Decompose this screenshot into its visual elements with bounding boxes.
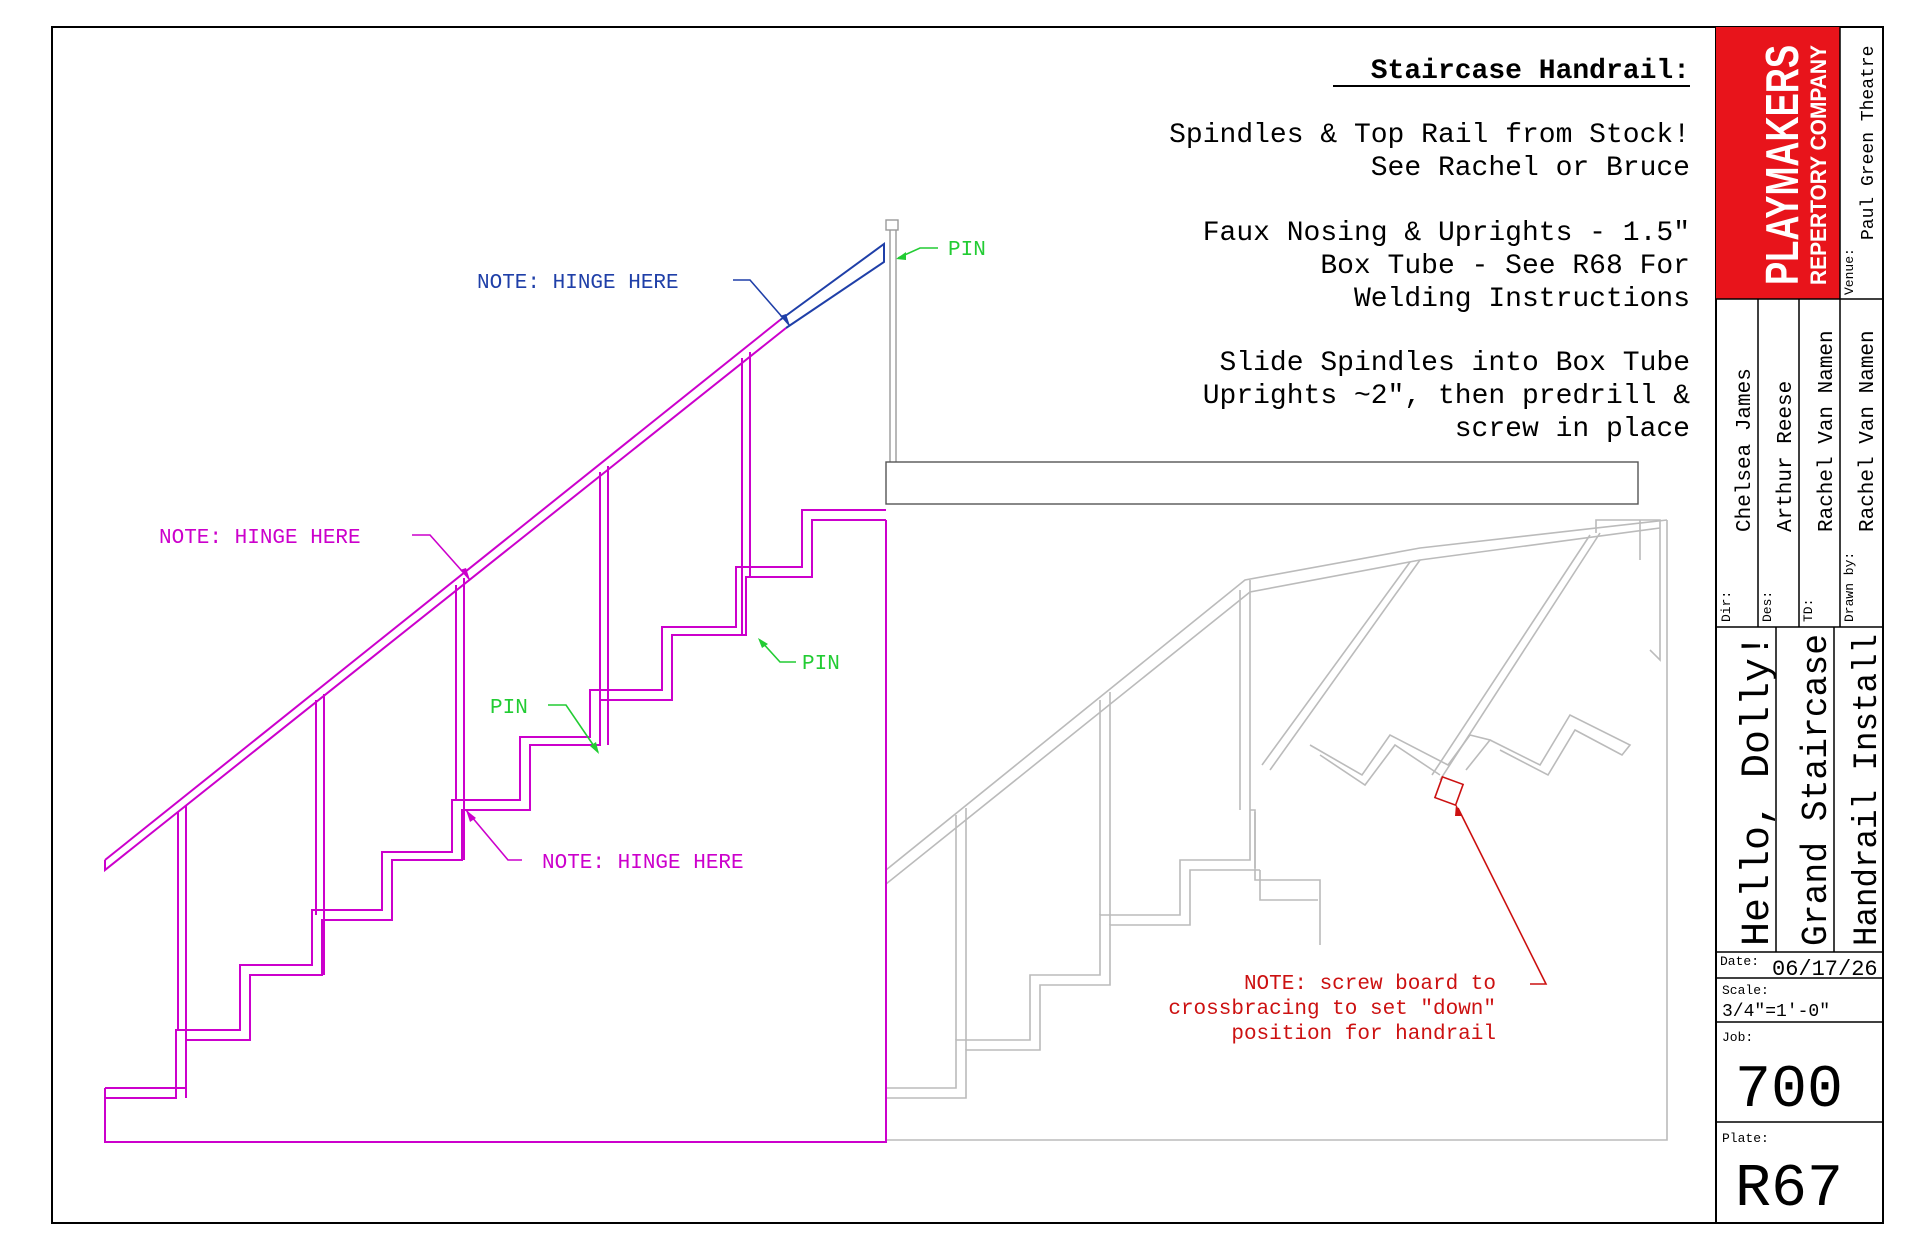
td-value: Rachel Van Namen bbox=[1816, 330, 1839, 532]
staircase-folded-view bbox=[885, 519, 1668, 1141]
callout-labels: NOTE: HINGE HERE NOTE: HINGE HERE NOTE: … bbox=[159, 239, 986, 875]
pin-label-right: PIN bbox=[802, 653, 840, 676]
des-value: Arthur Reese bbox=[1775, 381, 1798, 532]
notes-line: See Rachel or Bruce bbox=[1371, 153, 1690, 184]
dir-value: Chelsea James bbox=[1734, 368, 1757, 532]
handrail-top-section bbox=[779, 242, 885, 329]
staircase-installed-view bbox=[104, 319, 887, 1143]
plate-number: R67 bbox=[1735, 1156, 1843, 1224]
hinge-note-top: NOTE: HINGE HERE bbox=[477, 272, 679, 295]
pin-label-top: PIN bbox=[948, 239, 986, 262]
notes-line: Uprights ~2", then predrill & bbox=[1203, 381, 1690, 412]
company-logo-box bbox=[1716, 27, 1840, 299]
sheet-border bbox=[51, 26, 1884, 1224]
sheet-info: Date: 06/17/26 Scale: 3/4"=1'-0" Job: 70… bbox=[1720, 954, 1878, 1224]
notes-line: Slide Spindles into Box Tube bbox=[1220, 348, 1690, 379]
sheet-title: Handrail Install bbox=[1849, 634, 1887, 946]
job-number: 700 bbox=[1735, 1057, 1843, 1125]
notes-line: Spindles & Top Rail from Stock! bbox=[1169, 120, 1690, 151]
hinge-note-mid: NOTE: HINGE HERE bbox=[159, 527, 361, 550]
date-label: Date: bbox=[1720, 954, 1759, 969]
plate-label: Plate: bbox=[1722, 1131, 1769, 1146]
venue-value: Paul Green Theatre bbox=[1859, 46, 1879, 240]
notes-title: Staircase Handrail: bbox=[1371, 56, 1690, 87]
callout-leaders bbox=[412, 247, 1548, 985]
screw-note-line: crossbracing to set "down" bbox=[1168, 998, 1496, 1021]
show-title: Hello, Dolly! bbox=[1736, 634, 1781, 946]
company-name: PLAYMAKERS bbox=[1756, 45, 1808, 285]
notes-block: Staircase Handrail: Spindles & Top Rail … bbox=[1169, 56, 1690, 445]
scale-value: 3/4"=1'-0" bbox=[1722, 1002, 1830, 1022]
notes-line: Box Tube - See R68 For bbox=[1320, 251, 1690, 282]
venue-label: Venue: bbox=[1842, 248, 1857, 295]
job-label: Job: bbox=[1722, 1030, 1753, 1045]
notes-line: Welding Instructions bbox=[1354, 284, 1690, 315]
date-value: 06/17/26 bbox=[1772, 957, 1878, 982]
company-logo: PLAYMAKERS REPERTORY COMPANY bbox=[1756, 45, 1831, 285]
td-label: TD: bbox=[1801, 599, 1816, 622]
pin-label-left: PIN bbox=[490, 697, 528, 720]
drawn-label: Drawn by: bbox=[1842, 552, 1857, 622]
credits: Dir: Chelsea James Des: Arthur Reese TD:… bbox=[1719, 330, 1880, 622]
notes-line: screw in place bbox=[1455, 414, 1690, 445]
venue-field: Venue: Paul Green Theatre bbox=[1842, 46, 1879, 295]
des-label: Des: bbox=[1760, 591, 1775, 622]
screw-note-line: NOTE: screw board to bbox=[1244, 973, 1496, 996]
dir-label: Dir: bbox=[1719, 591, 1734, 622]
drawn-value: Rachel Van Namen bbox=[1857, 330, 1880, 532]
scale-label: Scale: bbox=[1722, 983, 1769, 998]
screw-note: NOTE: screw board to crossbracing to set… bbox=[1168, 973, 1496, 1046]
title-block bbox=[1715, 26, 1884, 1224]
notes-line: Faux Nosing & Uprights - 1.5" bbox=[1203, 218, 1690, 249]
company-subtitle: REPERTORY COMPANY bbox=[1806, 45, 1831, 285]
nosing-and-upright bbox=[885, 219, 1639, 505]
piece-title: Grand Staircase bbox=[1796, 634, 1837, 946]
sheet-titles: Hello, Dolly! Grand Staircase Handrail I… bbox=[1736, 634, 1887, 946]
hinge-note-low: NOTE: HINGE HERE bbox=[542, 852, 744, 875]
screw-note-line: position for handrail bbox=[1231, 1023, 1496, 1046]
